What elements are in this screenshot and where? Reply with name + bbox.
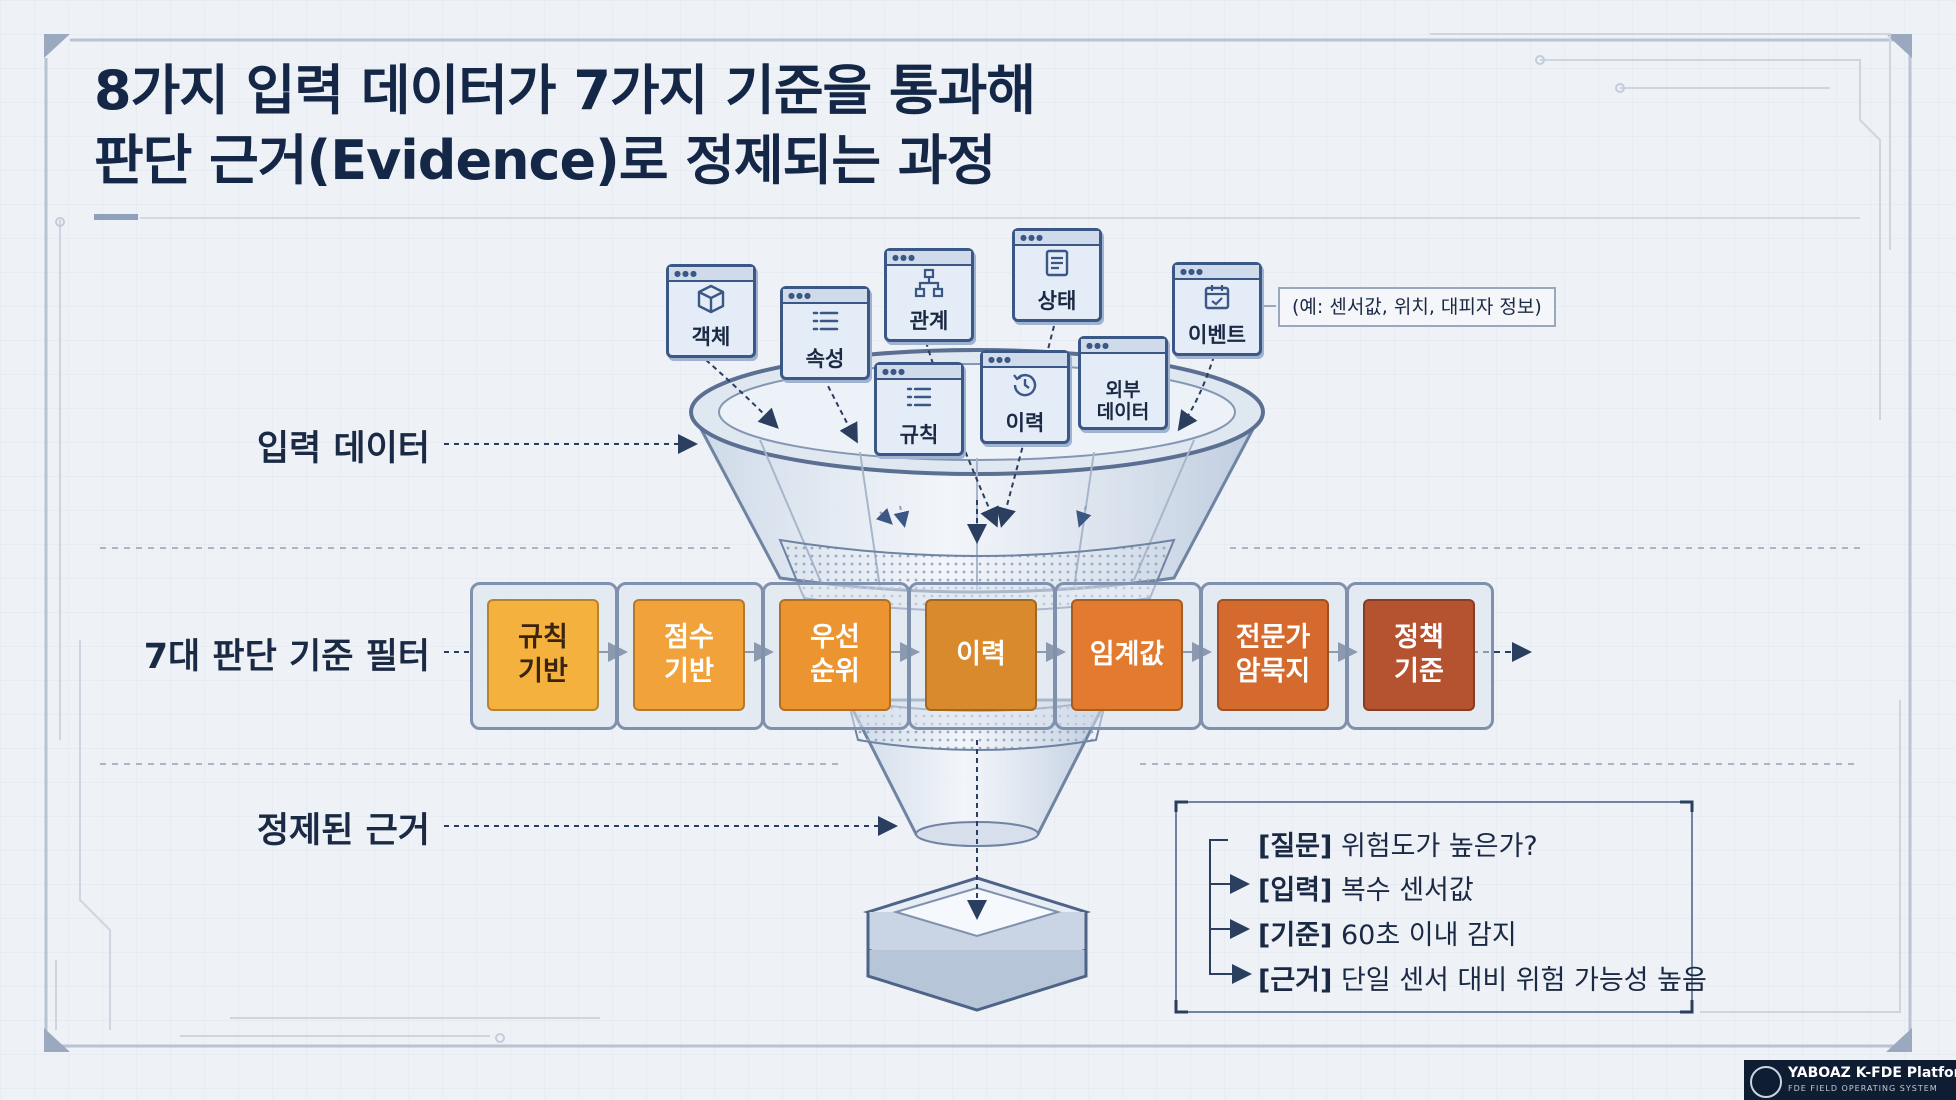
input-card-object: ●●● 객체 [666, 264, 756, 358]
filter-score-based: 점수 기반 [616, 582, 764, 730]
filter-expert-tacit: 전문가 암묵지 [1200, 582, 1348, 730]
evidence-example-box: [질문] 위험도가 높은가? [입력] 복수 센서값 [기준] 60초 이내 감… [1172, 798, 1707, 1016]
input-example-callout: (예: 센서값, 위치, 대피자 정보) [1278, 287, 1556, 327]
filter-chip: 이력 [925, 599, 1037, 711]
example-evidence: [근거] 단일 센서 대비 위험 가능성 높음 [1258, 965, 1707, 996]
title-line-2: 판단 근거(Evidence)로 정제되는 과정 [94, 129, 996, 192]
cube-icon [669, 283, 753, 319]
filter-chip: 임계값 [1071, 599, 1183, 711]
title-line-1: 8가지 입력 데이터가 7가지 기준을 통과해 [94, 59, 1036, 122]
calendar-check-icon [1175, 281, 1259, 317]
filter-label: 이력 [956, 639, 1006, 670]
filter-chip: 정책 기준 [1363, 599, 1475, 711]
example-input: [입력] 복수 센서값 [1258, 875, 1474, 906]
stage-label-filter: 7대 판단 기준 필터 [143, 637, 430, 677]
example-criterion: [기준] 60초 이내 감지 [1258, 920, 1517, 951]
filter-priority: 우선 순위 [762, 582, 910, 730]
document-icon [1015, 247, 1099, 283]
input-card-event: ●●● 이벤트 [1172, 262, 1262, 356]
filter-label: 임계값 [1089, 639, 1165, 670]
input-card-label: 규칙 [899, 423, 939, 447]
input-card-attribute: ●●● 속성 [780, 286, 870, 380]
input-card-history: ●●● 이력 [980, 350, 1070, 444]
page-title: 8가지 입력 데이터가 7가지 기준을 통과해 판단 근거(Evidence)로… [94, 56, 1036, 196]
filter-chip: 전문가 암묵지 [1217, 599, 1329, 711]
history-icon [983, 369, 1067, 405]
stage-label-input: 입력 데이터 [256, 429, 430, 469]
filter-label: 규칙 기반 [518, 622, 568, 687]
filter-label: 우선 순위 [810, 622, 860, 687]
input-card-label: 상태 [1037, 289, 1077, 313]
input-card-label: 속성 [805, 347, 845, 371]
filter-label: 전문가 암묵지 [1235, 622, 1311, 687]
filter-rule-based: 규칙 기반 [470, 582, 618, 730]
list-icon [783, 305, 867, 341]
filter-chip: 규칙 기반 [487, 599, 599, 711]
platform-badge: YABOAZ K-FDE Platform FDE FIELD OPERATIN… [1744, 1060, 1956, 1100]
stage-label-refined: 정제된 근거 [256, 811, 430, 851]
example-question: [질문] 위험도가 높은가? [1258, 831, 1538, 862]
input-card-label: 이벤트 [1188, 323, 1246, 347]
input-card-rule: ●●● 규칙 [874, 362, 964, 456]
platform-logo-icon [1750, 1066, 1782, 1098]
checklist-icon [877, 381, 961, 417]
input-card-label: 외부 데이터 [1096, 379, 1150, 423]
filter-label: 정책 기준 [1394, 622, 1444, 687]
platform-name: YABOAZ K-FDE Platform [1788, 1065, 1956, 1081]
platform-subtitle: FDE FIELD OPERATING SYSTEM [1788, 1084, 1938, 1093]
input-card-state: ●●● 상태 [1012, 228, 1102, 322]
filter-policy: 정책 기준 [1346, 582, 1494, 730]
title-accent-bar [94, 214, 138, 220]
input-card-label: 객체 [691, 325, 731, 349]
input-card-relation: ●●● 관계 [884, 248, 974, 342]
filter-chip: 점수 기반 [633, 599, 745, 711]
filter-history: 이력 [908, 582, 1056, 730]
input-card-label: 관계 [909, 309, 949, 333]
filter-label: 점수 기반 [664, 622, 714, 687]
hierarchy-icon [887, 267, 971, 303]
input-card-external-data: ●●● 외부 데이터 [1078, 336, 1168, 430]
input-card-label: 이력 [1005, 411, 1045, 435]
filter-chip: 우선 순위 [779, 599, 891, 711]
filter-threshold: 임계값 [1054, 582, 1202, 730]
